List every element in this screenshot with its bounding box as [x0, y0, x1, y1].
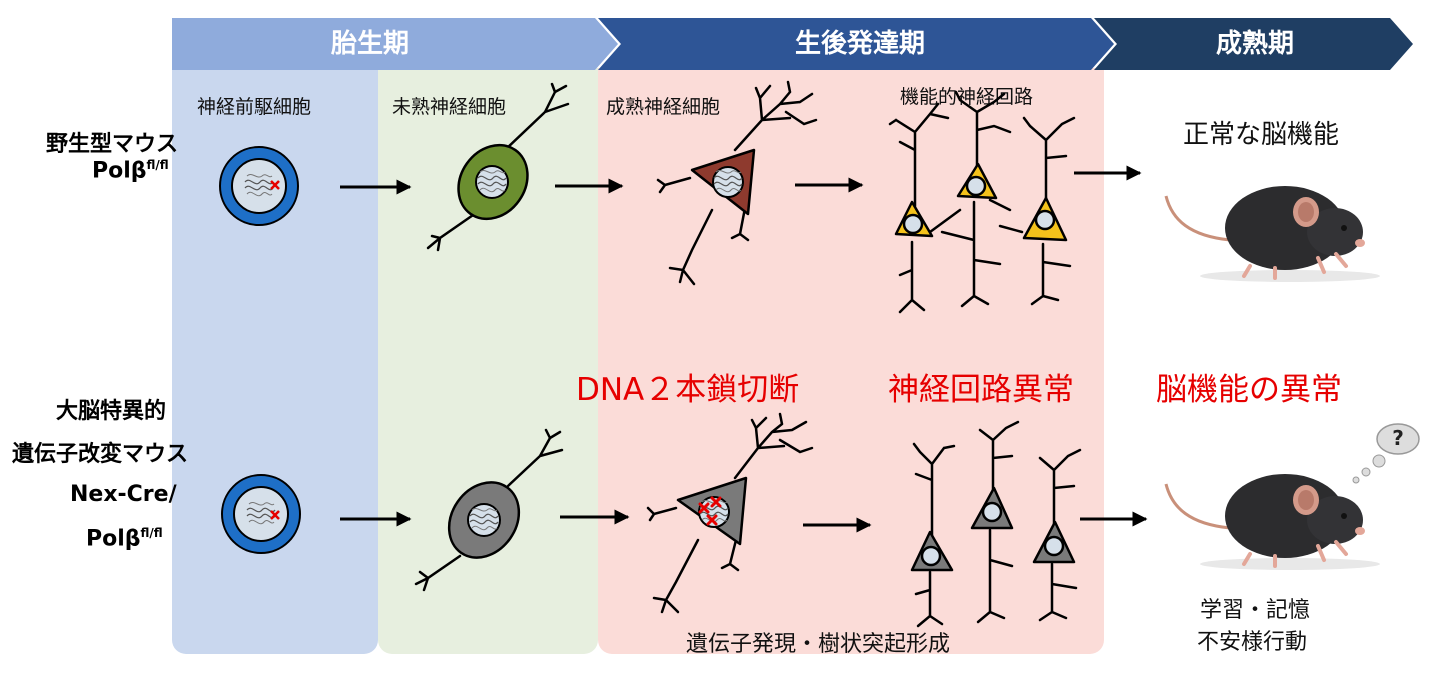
mutant-title-3: Nex-Cre/ — [70, 482, 177, 507]
wildtype-gene: Polβfl/fl — [92, 158, 169, 184]
symptom-anxiety: 不安様行動 — [1197, 630, 1308, 655]
postnatal-panel — [598, 68, 1104, 654]
label-mature: 成熟神経細胞 — [606, 96, 721, 118]
circuit-wt — [888, 90, 1076, 314]
mouse-mut — [1164, 474, 1380, 570]
circuit-abnormal-label: 神経回路異常 — [888, 372, 1074, 408]
normal-brain-label: 正常な脳機能 — [1183, 120, 1340, 150]
mutant-gene: Polβfl/fl — [86, 526, 163, 552]
label-circuit: 機能的神経回路 — [900, 86, 1034, 108]
brain-abnormal-label: 脳機能の異常 — [1156, 372, 1342, 408]
mature-cell-mut — [646, 412, 814, 614]
mature-cell-wt — [656, 80, 818, 286]
dsb-label: DNA２本鎖切断 — [576, 372, 800, 408]
wildtype-title: 野生型マウス — [46, 132, 179, 157]
stage-label-postnatal: 生後発達期 — [794, 29, 925, 59]
symptom-learning: 学習・記憶 — [1200, 598, 1311, 623]
progenitor-cell-wt — [219, 146, 299, 226]
immature-cell-mut — [414, 428, 564, 592]
stage-label-mature: 成熟期 — [1215, 29, 1294, 59]
stage-arrow-mature — [1094, 18, 1413, 70]
mutant-title-2: 遺伝子改変マウス — [12, 442, 189, 467]
circuit-mut — [910, 420, 1082, 628]
mutant-title-1: 大脳特異的 — [56, 399, 167, 424]
immature-cell-wt — [426, 82, 570, 252]
stage-banner — [172, 18, 1413, 70]
dsb-marks — [698, 496, 722, 526]
thought-bubble — [1352, 423, 1420, 484]
stage-arrow-postnatal — [598, 18, 1114, 70]
process-label: 遺伝子発現・樹状突起形成 — [686, 632, 951, 657]
label-progenitor: 神経前駆細胞 — [197, 96, 312, 118]
label-immature: 未熟神経細胞 — [392, 96, 507, 118]
stage-label-embryonic: 胎生期 — [330, 29, 409, 59]
stage-arrow-embryonic — [172, 18, 618, 70]
mouse-wt — [1164, 186, 1380, 282]
progenitor-cell-mut — [221, 474, 301, 554]
thought-question-mark: ? — [1392, 426, 1404, 450]
